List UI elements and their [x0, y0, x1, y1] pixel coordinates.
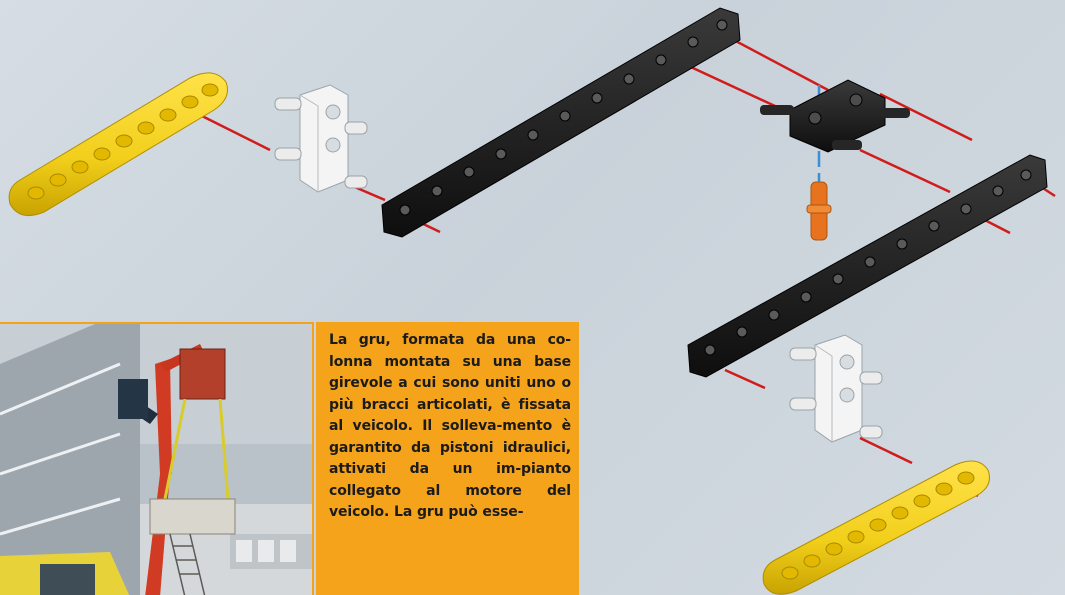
- black-cross-connector: [760, 79, 910, 153]
- guide-line: [879, 92, 973, 142]
- caption-paragraph: La gru, formata da una co-lonna montata …: [329, 332, 571, 520]
- black-technic-beam-top: [381, 7, 741, 238]
- guide-line: [724, 368, 766, 390]
- guide-line: [199, 113, 271, 152]
- caption-text-box: La gru, formata da una co-lonna montata …: [316, 322, 579, 595]
- guide-line: [859, 148, 951, 194]
- guide-line: [729, 36, 829, 92]
- black-technic-beam-right: [687, 154, 1048, 378]
- white-connector-block-bottom: [789, 334, 883, 443]
- crane-photo-illustration: [0, 324, 312, 595]
- crane-truck-photo: [0, 322, 314, 595]
- yellow-liftarm-top-left: [8, 72, 228, 217]
- yellow-liftarm-bottom-right: [762, 460, 990, 595]
- orange-axle-pin: [806, 181, 832, 241]
- guide-line: [859, 436, 913, 465]
- white-connector-block-top: [274, 84, 368, 193]
- guide-line: [679, 60, 776, 108]
